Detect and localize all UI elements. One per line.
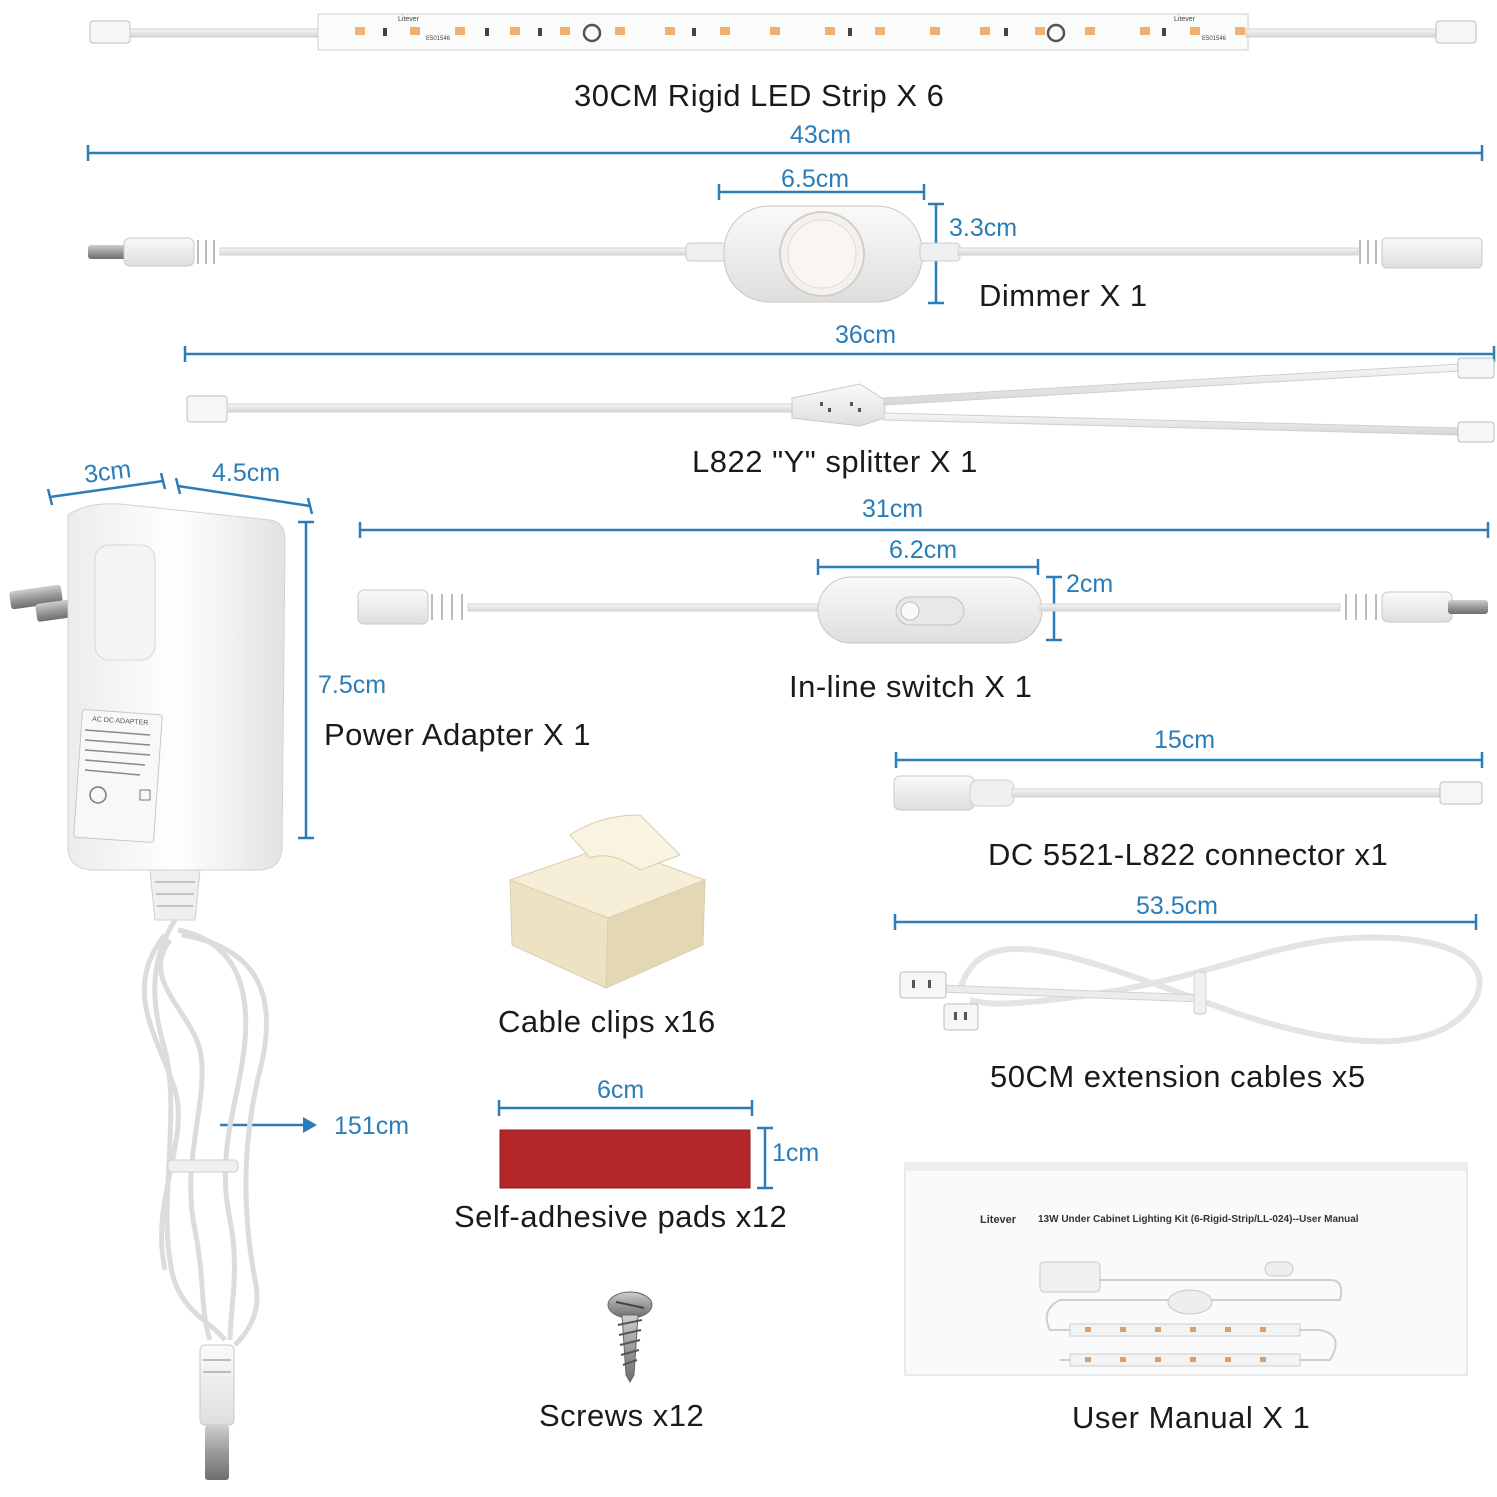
arrow-right-icon: [303, 1117, 317, 1133]
adhesive-pad: [499, 1129, 751, 1189]
manual-label: User Manual X 1: [1072, 1400, 1311, 1435]
extension-length-dimension: 53.5cm: [1136, 892, 1218, 920]
user-manual: [904, 1162, 1468, 1376]
pad-height-dimension: 1cm: [772, 1139, 820, 1167]
manual-title: 13W Under Cabinet Lighting Kit (6-Rigid-…: [1038, 1214, 1359, 1225]
dimension-6cm-line: [497, 1100, 773, 1190]
inline-switch-cable: [357, 576, 1488, 644]
splitter-label: L822 "Y" splitter X 1: [692, 444, 978, 479]
dimmer-height-dimension: 3.3cm: [949, 214, 1018, 242]
strip-brand-2: Litever: [1174, 16, 1196, 23]
switch-height-dimension: 2cm: [1066, 570, 1114, 598]
dimmer-width-dimension: 6.5cm: [781, 165, 850, 193]
led-strip-label: 30CM Rigid LED Strip X 6: [574, 78, 945, 113]
power-adapter: [9, 503, 286, 1480]
screws-label: Screws x12: [539, 1398, 705, 1433]
dimension-15cm-line: [894, 752, 1484, 768]
clips-label: Cable clips x16: [498, 1004, 716, 1039]
y-splitter: [186, 357, 1495, 443]
connector-length-dimension: 15cm: [1154, 726, 1216, 754]
led-strip: [89, 13, 1477, 51]
extension-label: 50CM extension cables x5: [990, 1059, 1366, 1094]
switch-label: In-line switch X 1: [789, 669, 1033, 704]
connector-label: DC 5521-L822 connector x1: [988, 837, 1389, 872]
adapter-width-dimension: 4.5cm: [212, 459, 281, 487]
adapter-depth-dimension: 3cm: [82, 455, 133, 489]
dimmer-cable: [88, 205, 1483, 303]
extension-cable: [899, 934, 1483, 1045]
strip-brand: Litever: [398, 16, 420, 23]
dimension-53.5cm-line: [893, 914, 1478, 930]
switch-width-dimension: 6.2cm: [889, 536, 958, 564]
adapter-height-dimension: 7.5cm: [318, 671, 387, 699]
adapter-label: Power Adapter X 1: [324, 717, 591, 752]
dimension-31cm-line: [358, 522, 1490, 642]
strip-code: E501546: [426, 36, 451, 42]
dc-connector-cable: [893, 775, 1483, 811]
pad-width-dimension: 6cm: [597, 1076, 645, 1104]
adapter-cable-dimension: 151cm: [334, 1112, 410, 1140]
screw: [607, 1291, 653, 1384]
switch-length-dimension: 31cm: [862, 495, 924, 523]
pads-label: Self-adhesive pads x12: [454, 1199, 788, 1234]
dimmer-label: Dimmer X 1: [979, 278, 1148, 313]
manual-brand: Litever: [980, 1214, 1017, 1226]
strip-code-2: E501546: [1202, 36, 1227, 42]
adapter-dimension-lines: [46, 472, 314, 1127]
cable-clip: [508, 814, 707, 989]
dimmer-length-dimension: 43cm: [790, 121, 852, 149]
splitter-length-dimension: 36cm: [835, 321, 897, 349]
